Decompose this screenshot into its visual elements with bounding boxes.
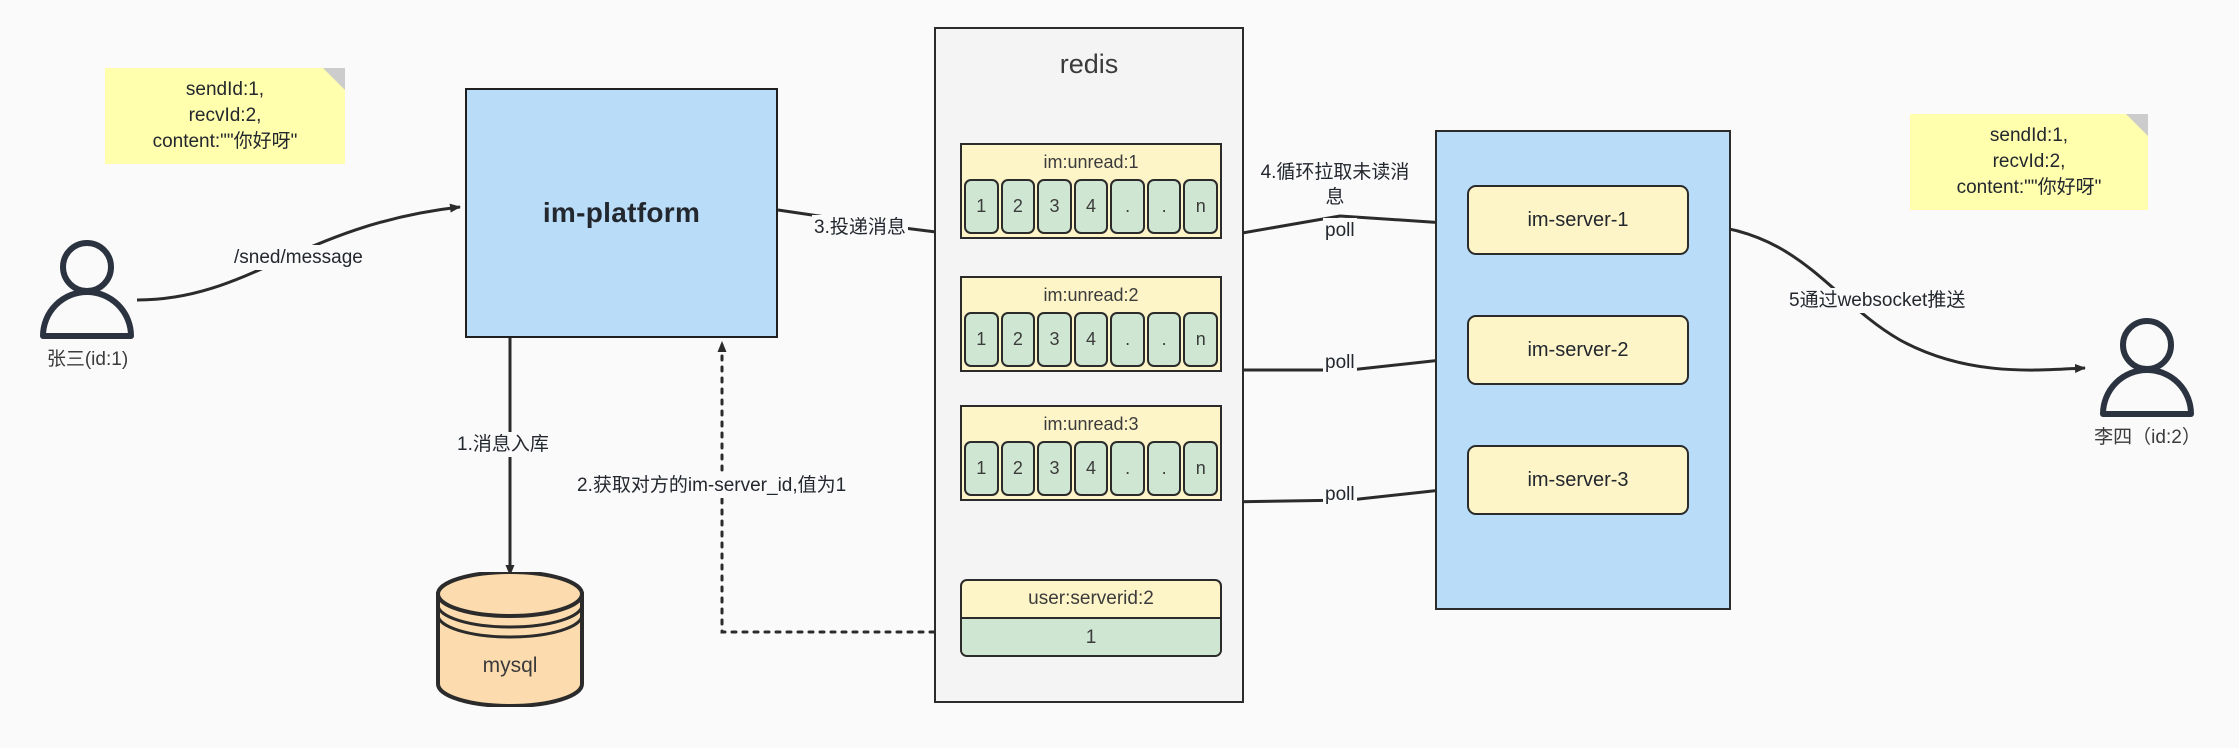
redis-list-cells: 1 2 3 4 . . n — [964, 179, 1219, 234]
note-receiver-payload-text: sendId:1, recvId:2, content:""你好呀" — [1956, 125, 2102, 198]
list-cell[interactable]: . — [1110, 441, 1145, 496]
actor-sender: 张三(id:1) — [30, 240, 145, 370]
svg-text:mysql: mysql — [483, 654, 538, 677]
im-server-2-box[interactable]: im-server-2 — [1467, 315, 1689, 385]
list-cell[interactable]: . — [1146, 179, 1182, 234]
list-cell[interactable]: 2 — [1000, 312, 1036, 367]
edge-label-pull: 4.循环拉取未读消 息 — [1258, 160, 1412, 210]
actor-receiver-caption: 李四（id:2） — [2094, 427, 2201, 448]
im-server-3-box[interactable]: im-server-3 — [1467, 445, 1689, 515]
list-cell[interactable]: 3 — [1037, 179, 1072, 234]
list-cell[interactable]: 1 — [964, 441, 999, 496]
list-cell[interactable]: . — [1146, 441, 1182, 496]
im-platform-label: im-platform — [542, 197, 701, 228]
redis-list-key: im:unread:3 — [1043, 413, 1139, 434]
im-server-1-box[interactable]: im-server-1 — [1467, 185, 1689, 255]
mysql-database[interactable]: mysql — [430, 570, 590, 708]
redis-list-cells: 1 2 3 4 . . n — [964, 312, 1219, 367]
edge-label-poll-2: poll — [1323, 350, 1357, 375]
edge-label-deliver: 3.投递消息 — [812, 215, 908, 240]
database-cylinder-icon: mysql — [436, 570, 584, 708]
im-server-2-label: im-server-2 — [1527, 338, 1629, 361]
redis-kv-user-serverid[interactable]: user:serverid:2 1 — [960, 579, 1222, 657]
edge-label-poll-1: poll — [1323, 218, 1357, 243]
redis-list-cells: 1 2 3 4 . . n — [964, 441, 1219, 496]
redis-container: redis im:unread:1 1 2 3 4 . . n im:unrea… — [934, 27, 1244, 703]
edge-label-poll-3: poll — [1323, 482, 1357, 507]
note-sender-payload-text: sendId:1, recvId:2, content:""你好呀" — [152, 79, 298, 152]
list-cell[interactable]: 3 — [1037, 441, 1072, 496]
user-icon — [2100, 318, 2194, 417]
im-platform-box[interactable]: im-platform — [465, 88, 778, 338]
edge-label-send: /sned/message — [232, 245, 365, 270]
list-cell[interactable]: 4 — [1073, 312, 1109, 367]
redis-list-key: im:unread:2 — [1043, 284, 1139, 305]
list-cell[interactable]: 4 — [1073, 441, 1109, 496]
im-server-3-label: im-server-3 — [1527, 468, 1629, 491]
note-fold-icon — [2126, 114, 2148, 136]
edge-label-websocket: 5通过websocket推送 — [1787, 288, 1968, 313]
edge-label-lookup: 2.获取对方的im-server_id,值为1 — [575, 473, 849, 498]
redis-list-key: im:unread:1 — [1043, 151, 1139, 172]
actor-receiver: 李四（id:2） — [2090, 318, 2205, 448]
list-cell[interactable]: 2 — [1000, 441, 1036, 496]
list-cell[interactable]: . — [1110, 312, 1145, 367]
list-cell[interactable]: n — [1183, 441, 1219, 496]
list-cell[interactable]: 1 — [964, 179, 999, 234]
redis-list-im-unread-1[interactable]: im:unread:1 1 2 3 4 . . n — [960, 143, 1222, 239]
edge-label-store: 1.消息入库 — [455, 432, 551, 457]
note-fold-icon — [323, 68, 345, 90]
redis-list-im-unread-3[interactable]: im:unread:3 1 2 3 4 . . n — [960, 405, 1222, 501]
redis-kv-key: user:serverid:2 — [962, 581, 1220, 619]
note-receiver-payload: sendId:1, recvId:2, content:""你好呀" — [1910, 114, 2148, 210]
redis-title: redis — [1059, 49, 1119, 79]
user-icon — [40, 240, 134, 339]
im-server-1-label: im-server-1 — [1527, 208, 1629, 231]
actor-sender-caption: 张三(id:1) — [46, 349, 129, 370]
list-cell[interactable]: 1 — [964, 312, 999, 367]
list-cell[interactable]: 4 — [1073, 179, 1109, 234]
list-cell[interactable]: . — [1146, 312, 1182, 367]
list-cell[interactable]: 2 — [1000, 179, 1036, 234]
redis-kv-value: 1 — [962, 619, 1220, 655]
list-cell[interactable]: n — [1183, 312, 1219, 367]
redis-list-im-unread-2[interactable]: im:unread:2 1 2 3 4 . . n — [960, 276, 1222, 372]
note-sender-payload: sendId:1, recvId:2, content:""你好呀" — [105, 68, 345, 164]
list-cell[interactable]: . — [1110, 179, 1145, 234]
list-cell[interactable]: 3 — [1037, 312, 1072, 367]
list-cell[interactable]: n — [1183, 179, 1219, 234]
